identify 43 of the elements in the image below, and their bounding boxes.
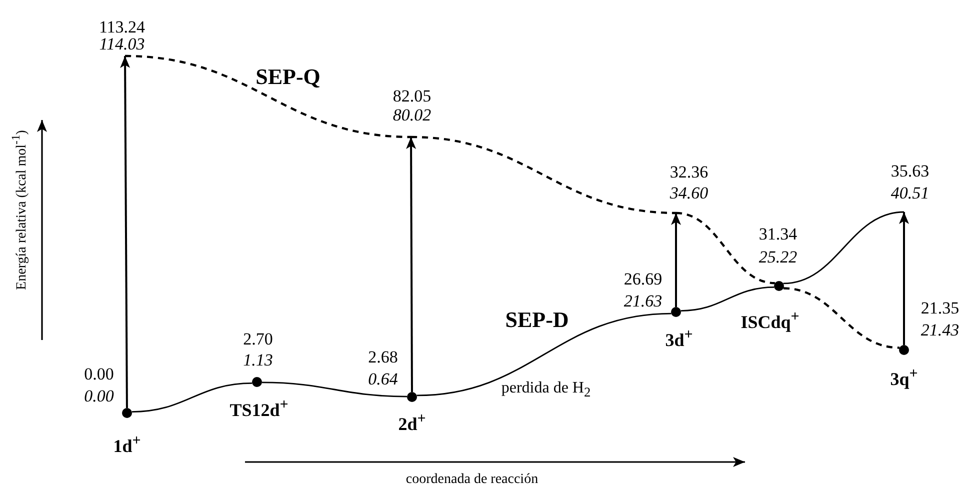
- energy-value: 114.03: [99, 34, 145, 54]
- energy-value: 21.43: [920, 320, 960, 340]
- energy-value: 21.35: [920, 298, 960, 318]
- energy-curve: [783, 287, 900, 349]
- energy-value: 32.36: [670, 162, 708, 182]
- energy-value: 34.60: [670, 184, 708, 202]
- energy-value: 40.51: [890, 184, 930, 202]
- axis-label: coordenada de reacción: [406, 472, 538, 488]
- energy-value: 31.34: [758, 224, 798, 244]
- energy-curve: [783, 211, 904, 284]
- species-label: 3q$^{+}$: [890, 365, 918, 389]
- energy-curve: [124, 54, 412, 138]
- energy-curve: [416, 312, 672, 396]
- energy-value: 2.70: [243, 330, 273, 348]
- energy-curve: [410, 136, 676, 214]
- species-label: 2d$^{+}$: [398, 410, 426, 434]
- curve-label: SEP-D: [505, 307, 569, 333]
- energy-value: 80.02: [392, 106, 432, 124]
- annotation: perdida de H$_{2}$: [501, 379, 591, 401]
- energy-curve: [676, 212, 776, 284]
- species-label: TS12d$^{+}$: [230, 396, 288, 420]
- arrow: [120, 56, 130, 408]
- arrow: [406, 137, 416, 392]
- species-label: ISCdq$^{+}$: [740, 308, 800, 332]
- energy-value: 113.24: [98, 18, 146, 36]
- energy-curve: [132, 382, 252, 413]
- energy-value: 26.69: [624, 270, 662, 288]
- arrow: [899, 212, 909, 345]
- energy-value: 0.00: [84, 386, 114, 406]
- energy-curve: [262, 382, 408, 398]
- arrow: [671, 213, 681, 307]
- energy-value: 35.63: [890, 162, 930, 180]
- energy-value: 25.22: [758, 248, 798, 266]
- energy-value: 0.00: [84, 364, 114, 384]
- species-label: 3d$^{+}$: [665, 326, 693, 350]
- energy-value: 2.68: [368, 348, 398, 366]
- curve-label: SEP-Q: [256, 64, 320, 90]
- energy-value: 1.13: [243, 350, 273, 370]
- species-label: 1d$^{+}$: [113, 432, 141, 456]
- energy-curve: [680, 286, 774, 312]
- energy-value: 0.64: [368, 370, 398, 388]
- energy-value: 82.05: [392, 86, 432, 106]
- energy-value: 21.63: [624, 292, 662, 310]
